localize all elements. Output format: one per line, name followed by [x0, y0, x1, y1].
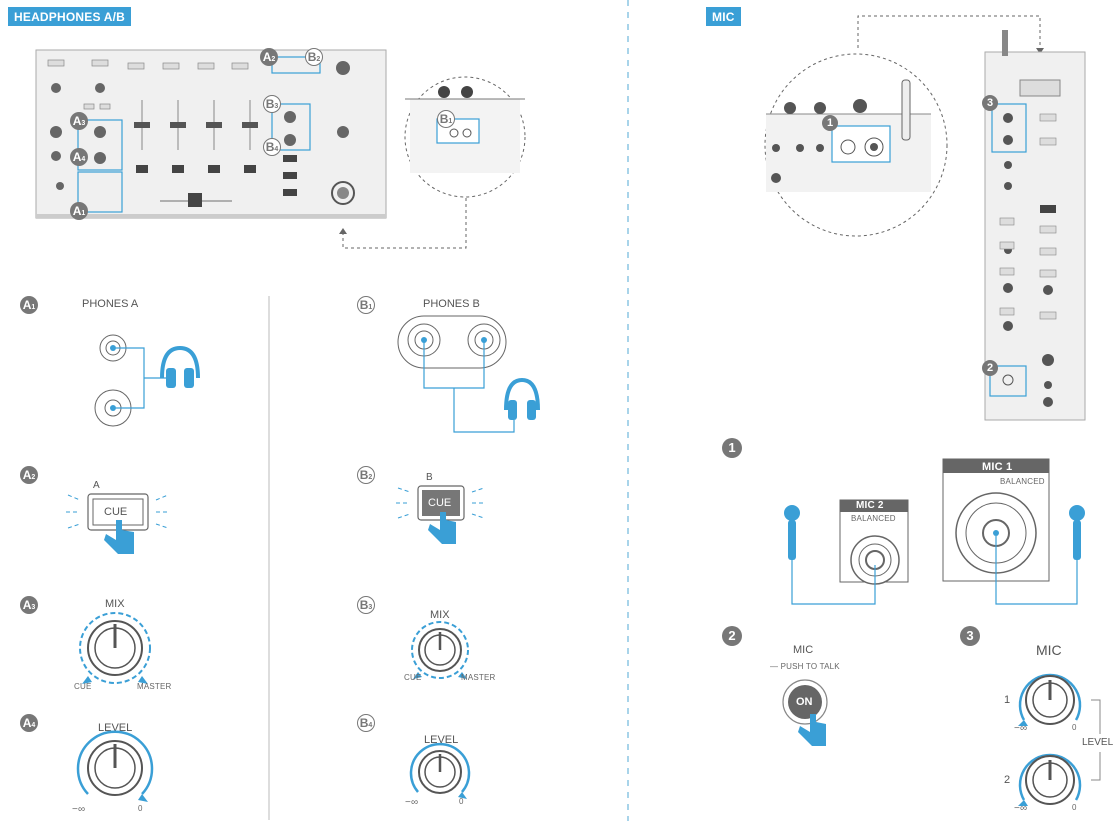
mic-level-ch1: 1	[1004, 694, 1011, 706]
mix-b-right-label: MASTER	[461, 673, 496, 682]
headphones-section-tag: HEADPHONES A/B	[8, 7, 132, 26]
mic-on-button-label[interactable]: ON	[796, 696, 813, 708]
mixer-device-illustration	[35, 49, 526, 249]
mic1-label: MIC 1	[982, 461, 1013, 473]
device-marker-2: 2	[982, 360, 998, 376]
step-marker-a3: A3	[20, 596, 38, 614]
step-marker-a1: A1	[20, 296, 38, 314]
push-to-talk-label: — PUSH TO TALK	[770, 662, 840, 671]
step-1-marker: 1	[722, 438, 742, 458]
mix-a-left-label: CUE	[74, 682, 92, 691]
mix-b-title: MIX	[430, 609, 450, 621]
device-marker-3: 3	[982, 95, 998, 111]
device-marker-b2: B2	[305, 48, 323, 66]
mic2-balanced-label: BALANCED	[851, 514, 896, 523]
step-marker-b4: B4	[357, 714, 375, 732]
cue-b-button[interactable]: CUE	[428, 497, 452, 509]
mic-level-label: LEVEL	[1082, 737, 1114, 748]
level-b-max: 0	[459, 797, 464, 806]
device-marker-a3: A3	[70, 112, 88, 130]
mic-level-ch2: 2	[1004, 774, 1011, 786]
step2-mic-title: MIC	[793, 644, 814, 656]
step-marker-a4: A4	[20, 714, 38, 732]
mix-a-right-label: MASTER	[137, 682, 172, 691]
mic-level-max-1: 0	[1072, 723, 1077, 732]
device-marker-b4: B4	[263, 138, 281, 156]
mic-level-min-1: −∞	[1014, 723, 1028, 734]
level-a-max: 0	[138, 804, 143, 813]
step-marker-b1: B1	[357, 296, 375, 314]
level-a-title: LEVEL	[98, 722, 133, 734]
cue-b-channel-label: B	[426, 472, 433, 483]
device-marker-a1: A1	[70, 202, 88, 220]
mix-a-title: MIX	[105, 598, 125, 610]
mic-level-max-2: 0	[1072, 803, 1077, 812]
phones-b-title: PHONES B	[423, 298, 480, 310]
mic2-label: MIC 2	[856, 500, 884, 511]
step3-mic-title: MIC	[1036, 642, 1062, 658]
mic1-balanced-label: BALANCED	[1000, 477, 1045, 486]
mic-section-tag: MIC	[706, 7, 741, 26]
cue-a-channel-label: A	[93, 480, 100, 491]
level-a-min: −∞	[72, 804, 86, 815]
device-marker-1: 1	[822, 115, 838, 131]
device-marker-a4: A4	[70, 148, 88, 166]
step-marker-b3: B3	[357, 596, 375, 614]
mic-level-min-2: −∞	[1014, 803, 1028, 814]
level-b-title: LEVEL	[424, 734, 459, 746]
level-b-min: −∞	[405, 797, 419, 808]
step-marker-a2: A2	[20, 466, 38, 484]
step-marker-b2: B2	[357, 466, 375, 484]
phones-a-title: PHONES A	[82, 298, 139, 310]
device-marker-b3: B3	[263, 95, 281, 113]
step-3-marker: 3	[960, 626, 980, 646]
step-2-marker: 2	[722, 626, 742, 646]
device-marker-a2: A2	[260, 48, 278, 66]
device-marker-b1: B1	[437, 110, 455, 128]
cue-a-button[interactable]: CUE	[104, 506, 128, 518]
mix-b-left-label: CUE	[404, 673, 422, 682]
